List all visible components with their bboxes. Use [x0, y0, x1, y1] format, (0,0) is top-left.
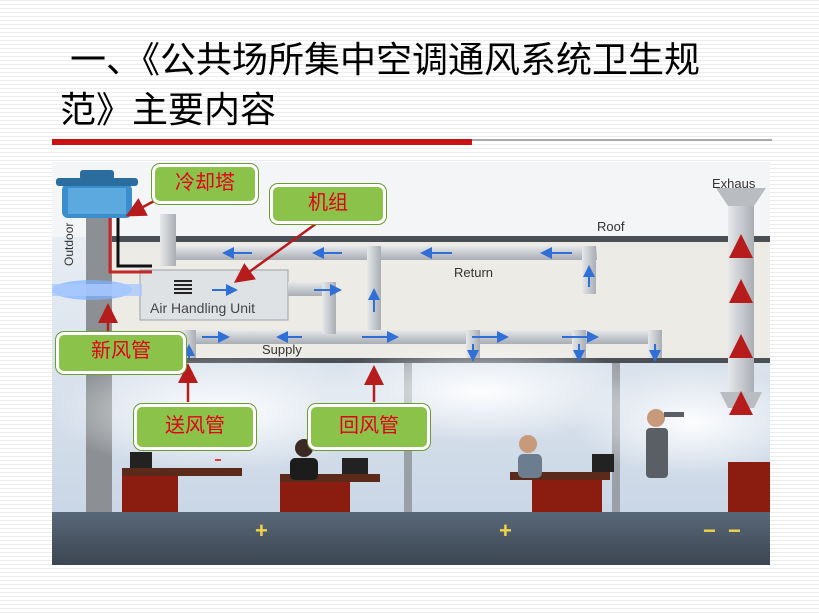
title-underline-red: [52, 139, 472, 145]
unit-callout: 机组: [270, 184, 386, 224]
slide-title-line-2: 范》主要内容: [60, 90, 277, 131]
slide-title: 一、《公共场所集中空调通风系统卫生规 范》主要内容: [60, 36, 780, 136]
office-furniture: [122, 409, 770, 512]
return-duct-callout: 回风管: [308, 404, 430, 450]
cooling-tower-icon: [56, 170, 138, 218]
return-label: Return: [454, 265, 494, 280]
title-underline-gray: [472, 139, 772, 141]
floor-marker: +: [499, 518, 512, 543]
air-handling-unit-label: Air Handling Unit: [150, 300, 256, 316]
red-dash-mark: [215, 459, 221, 461]
hvac-diagram: Exhaus Roof Return Air Handling Unit Sup…: [52, 162, 770, 565]
supply-label: Supply: [262, 342, 302, 357]
exhaust-label: Exhaus: [712, 176, 756, 191]
fresh-air-duct-callout: 新风管: [56, 332, 186, 374]
floor-marker: − −: [703, 518, 744, 543]
roof-label: Roof: [597, 219, 625, 234]
cooling-tower-callout: 冷却塔: [152, 164, 258, 204]
slide-title-line-1: 一、《公共场所集中空调通风系统卫生规: [70, 40, 701, 81]
floor-marker: +: [255, 518, 268, 543]
outdoor-label: Outdoor: [62, 222, 76, 266]
supply-duct-callout: 送风管: [134, 404, 256, 450]
